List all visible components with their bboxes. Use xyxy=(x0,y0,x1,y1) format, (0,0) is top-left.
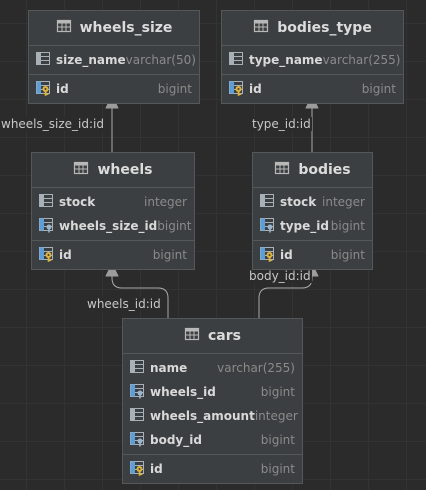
column-name: body_id xyxy=(150,433,202,447)
table-header[interactable]: bodies_type xyxy=(222,11,403,46)
column-row[interactable]: stock integer xyxy=(32,190,194,214)
foreign-key-icon xyxy=(38,217,54,236)
column-group: id bigint xyxy=(253,241,372,269)
table-icon xyxy=(56,18,72,38)
column-name: id xyxy=(59,248,72,262)
column-row[interactable]: body_id bigint xyxy=(123,428,302,452)
table-title: bodies xyxy=(298,162,351,178)
column-row[interactable]: wheels_id bigint xyxy=(123,380,302,404)
column-type: bigint xyxy=(152,248,187,262)
column-name: stock xyxy=(59,195,96,209)
relation-label-type: type_id:id xyxy=(251,117,312,131)
table-icon xyxy=(253,18,269,38)
primary-key-icon xyxy=(259,246,275,265)
column-group: id bigint xyxy=(32,241,194,269)
column-name: id xyxy=(280,248,293,262)
column-type: bigint xyxy=(260,462,295,476)
column-type: integer xyxy=(254,409,298,423)
foreign-key-icon xyxy=(129,383,145,402)
primary-key-icon xyxy=(38,246,54,265)
table-icon xyxy=(184,326,200,346)
column-group: id bigint xyxy=(222,75,403,103)
column-row[interactable]: id bigint xyxy=(253,243,372,267)
column-icon xyxy=(228,51,244,70)
column-type: varchar(255) xyxy=(217,361,295,375)
column-name: name xyxy=(150,361,188,375)
column-type: integer xyxy=(322,195,365,209)
column-name: stock xyxy=(280,195,317,209)
column-type: bigint xyxy=(330,219,365,233)
column-name: wheels_id xyxy=(150,385,216,399)
table-title: wheels xyxy=(97,162,153,178)
column-name: id xyxy=(150,462,163,476)
table-title: cars xyxy=(208,328,241,344)
foreign-key-icon xyxy=(259,217,275,236)
arrowhead-wheels xyxy=(105,263,119,277)
column-type: bigint xyxy=(260,385,295,399)
column-type: bigint xyxy=(260,433,295,447)
table-header[interactable]: wheels xyxy=(32,153,194,188)
column-row[interactable]: id bigint xyxy=(222,77,403,101)
column-name: type_id xyxy=(280,219,329,233)
relation-label-body: body_id:id xyxy=(248,269,312,283)
column-icon xyxy=(129,407,145,426)
table-header[interactable]: cars xyxy=(123,319,302,354)
primary-key-icon xyxy=(129,460,145,479)
table-icon xyxy=(73,160,89,180)
column-icon xyxy=(259,193,275,212)
table-icon xyxy=(274,160,290,180)
column-type: varchar(50) xyxy=(125,53,196,67)
column-icon xyxy=(129,359,145,378)
relation-label-wheels: wheels_id:id xyxy=(86,297,162,311)
column-name: size_name xyxy=(56,53,126,67)
column-row[interactable]: id bigint xyxy=(29,77,199,101)
column-group: id bigint xyxy=(29,75,199,103)
column-row[interactable]: name varchar(255) xyxy=(123,356,302,380)
column-name: wheels_size_id xyxy=(59,219,158,233)
table-title: bodies_type xyxy=(277,20,372,36)
table-title: wheels_size xyxy=(79,20,173,36)
column-icon xyxy=(38,193,54,212)
column-name: id xyxy=(56,82,69,96)
table-header[interactable]: bodies xyxy=(253,153,372,188)
column-name: wheels_amount xyxy=(150,409,255,423)
column-type: bigint xyxy=(157,219,192,233)
column-type: integer xyxy=(144,195,187,209)
column-name: type_name xyxy=(249,53,323,67)
primary-key-icon xyxy=(228,80,244,99)
column-name: id xyxy=(249,82,262,96)
foreign-key-icon xyxy=(129,431,145,450)
column-row[interactable]: id bigint xyxy=(123,457,302,481)
column-type: bigint xyxy=(361,82,396,96)
column-icon xyxy=(35,51,51,70)
relation-label-wheels_size: wheels_size_id:id xyxy=(0,117,105,131)
column-type: varchar(255) xyxy=(322,53,401,67)
column-type: bigint xyxy=(330,248,365,262)
edge-cars-to-wheels xyxy=(111,276,169,318)
column-group: id bigint xyxy=(123,455,302,483)
column-row[interactable]: stock integer xyxy=(253,190,372,214)
column-type: bigint xyxy=(157,82,192,96)
column-row[interactable]: id bigint xyxy=(32,243,194,267)
primary-key-icon xyxy=(35,80,51,99)
table-header[interactable]: wheels_size xyxy=(29,11,199,46)
